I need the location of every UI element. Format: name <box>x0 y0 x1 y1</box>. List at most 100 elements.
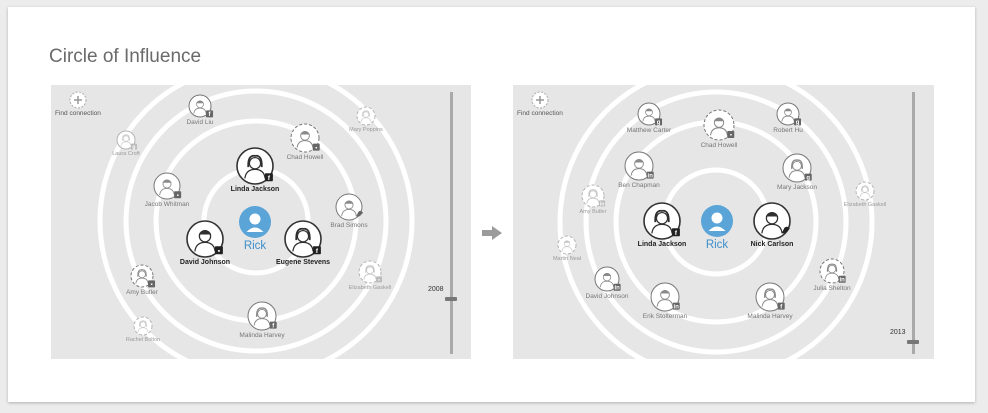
name-label-david-johnson: David Johnson <box>179 259 231 266</box>
avatar-martin-neal[interactable] <box>557 235 577 255</box>
avatar-chad-howell[interactable] <box>290 123 320 153</box>
name-label-david-johnson: David Johnson <box>585 293 629 300</box>
avatar-malinda-harvey[interactable] <box>247 301 277 331</box>
svg-text:f: f <box>209 112 211 118</box>
svg-text:f: f <box>272 323 274 329</box>
avatar-elizabeth-gaskell[interactable] <box>358 260 382 284</box>
name-label-ben-chapman: Ben Chapman <box>618 182 660 189</box>
svg-text:▪: ▪ <box>378 277 380 283</box>
avatar-ben-chapman[interactable] <box>624 151 654 181</box>
name-label-erik-stolterman: Erik Stolterman <box>642 313 688 320</box>
avatar-mary-jackson[interactable] <box>782 153 812 183</box>
find-connection-button[interactable] <box>69 91 87 109</box>
timeline-slider-thumb[interactable] <box>445 297 457 301</box>
name-label-julia-shelton: Julia Shelton <box>813 285 851 292</box>
find-connection-button[interactable] <box>531 91 549 109</box>
svg-text:▪: ▪ <box>315 145 317 151</box>
concentric-rings: f g ▪ f ▪ ▪ f ▪ ▪ f <box>69 85 415 359</box>
facebook-icon: f <box>777 302 785 310</box>
name-label-david-liu: David Liu <box>186 119 214 126</box>
avatar-elizabeth-gaskell[interactable] <box>855 181 875 201</box>
facebook-icon: f <box>312 246 321 255</box>
svg-text:g: g <box>806 175 810 181</box>
svg-text:f: f <box>268 175 271 182</box>
avatar-david-liu[interactable] <box>188 94 212 118</box>
name-label-malinda-harvey: Malinda Harvey <box>239 332 285 339</box>
svg-text:g: g <box>657 120 661 126</box>
name-label-martin-neal: Martin Neal <box>552 256 582 262</box>
work-icon: ▪ <box>376 276 383 283</box>
linkedin-icon: in <box>838 275 846 284</box>
find-connection-label: Find connection <box>517 110 563 117</box>
center-avatar[interactable] <box>701 205 733 237</box>
svg-text:f: f <box>675 230 678 237</box>
name-label-chad-howell: Chad Howell <box>286 154 324 161</box>
center-avatar[interactable] <box>239 206 271 238</box>
avatar-rachel-bolton[interactable] <box>133 316 153 336</box>
svg-text:▪: ▪ <box>177 193 179 199</box>
avatar-linda-jackson[interactable] <box>236 147 274 185</box>
timeline-slider-thumb[interactable] <box>907 340 919 344</box>
svg-text:in: in <box>614 286 620 292</box>
avatar-nick-carlson[interactable] <box>753 202 791 240</box>
work-icon: ▪ <box>727 131 735 139</box>
svg-text:in: in <box>674 304 680 310</box>
avatar-matthew-carter[interactable] <box>637 102 661 126</box>
name-label-laura-croft: Laura Croft <box>112 151 140 157</box>
svg-text:g: g <box>796 120 800 126</box>
avatar-malinda-harvey[interactable] <box>755 282 785 312</box>
avatar-david-johnson[interactable] <box>594 266 620 292</box>
year-label: 2008 <box>428 286 444 293</box>
avatar-erik-stolterman[interactable] <box>650 282 680 312</box>
linkedin-icon: in <box>613 283 621 292</box>
name-label-jacob-whitman: Jacob Whitman <box>144 201 190 208</box>
name-label-elizabeth-gaskell: Elizabeth Gaskell <box>843 202 887 208</box>
name-label-robert-hu: Robert Hu <box>773 127 803 134</box>
avatar-eugene-stevens[interactable] <box>284 220 322 258</box>
name-label-amy-butler: Amy Butler <box>126 289 158 296</box>
concentric-rings: g ▪ g in g in f in in in f <box>531 85 875 359</box>
avatar-david-johnson[interactable] <box>186 220 224 258</box>
name-label-mary-jackson: Mary Jackson <box>776 184 818 191</box>
svg-text:f: f <box>316 248 319 255</box>
name-label-malinda-harvey: Malinda Harvey <box>747 313 793 320</box>
year-label: 2013 <box>890 329 906 336</box>
avatar-laura-croft[interactable] <box>116 130 136 150</box>
work-icon: ▪ <box>214 246 223 255</box>
avatar-chad-howell[interactable] <box>703 109 735 141</box>
avatar-mary-poppins[interactable] <box>356 106 376 126</box>
avatar-brad-simons[interactable] <box>335 193 363 221</box>
timeline-slider-track[interactable] <box>450 92 453 354</box>
facebook-icon: f <box>206 110 214 118</box>
svg-text:in: in <box>648 173 654 179</box>
avatar-jacob-whitman[interactable] <box>153 172 181 200</box>
avatar-amy-butler[interactable] <box>581 184 605 208</box>
svg-text:▪: ▪ <box>150 282 152 288</box>
avatar-amy-butler[interactable] <box>130 264 154 288</box>
linkedin-icon: in <box>672 302 680 310</box>
facebook-icon: f <box>269 321 277 329</box>
linkedin-icon: in <box>599 200 606 207</box>
name-label-chad-howell: Chad Howell <box>700 142 738 149</box>
find-connection-label: Find connection <box>55 110 101 117</box>
work-icon: ▪ <box>148 280 156 288</box>
name-label-linda-jackson: Linda Jackson <box>637 241 687 248</box>
google-icon: g <box>130 143 137 151</box>
linkedin-icon: in <box>646 171 654 179</box>
name-label-eugene-stevens: Eugene Stevens <box>275 259 331 266</box>
timeline-slider-track[interactable] <box>912 92 915 354</box>
avatar-julia-shelton[interactable] <box>819 258 845 284</box>
name-label-amy-butler: Amy Butler <box>579 209 607 215</box>
avatar-linda-jackson[interactable] <box>643 202 681 240</box>
center-name-label: Rick <box>705 239 729 251</box>
twitter-icon <box>356 210 364 217</box>
svg-text:g: g <box>132 145 135 151</box>
name-label-nick-carlson: Nick Carlson <box>750 241 794 248</box>
name-label-linda-jackson: Linda Jackson <box>230 186 280 193</box>
svg-text:in: in <box>600 201 605 207</box>
name-label-elizabeth-gaskell: Elizabeth Gaskell <box>348 285 392 291</box>
avatar-robert-hu[interactable] <box>776 102 800 126</box>
twitter-icon <box>781 226 790 234</box>
